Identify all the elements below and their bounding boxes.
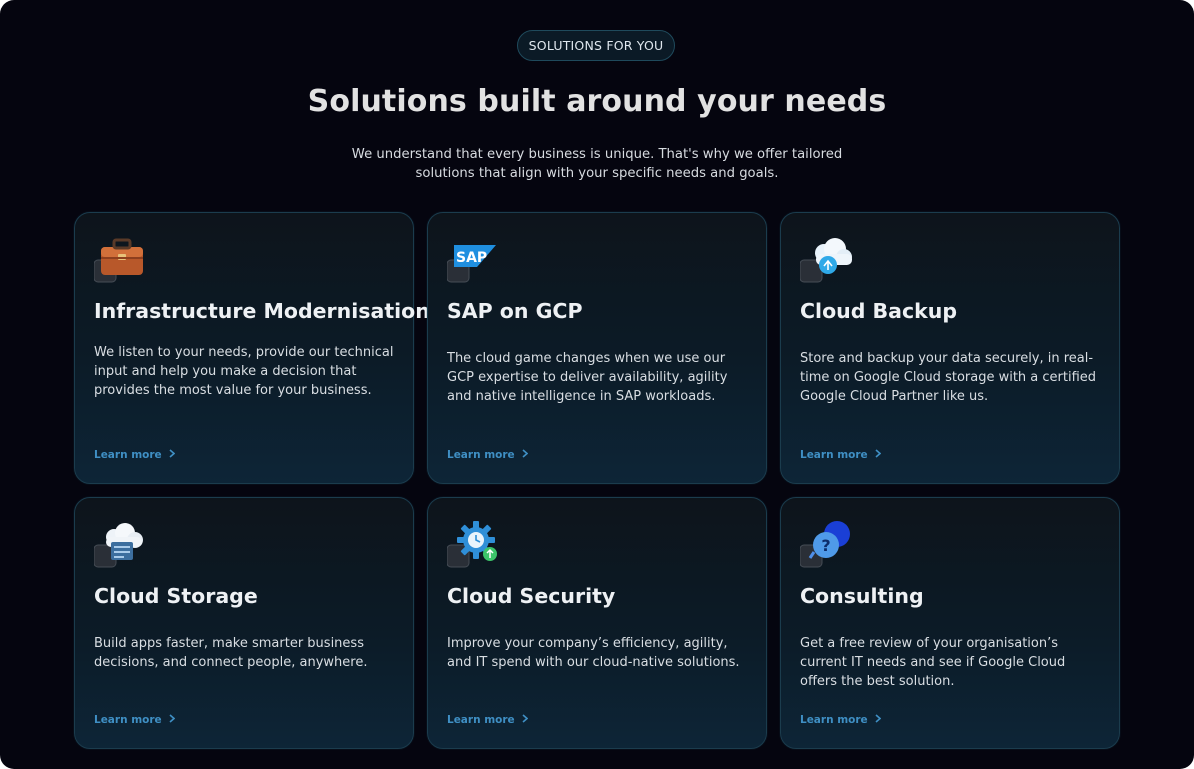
learn-more-label: Learn more bbox=[94, 714, 162, 726]
learn-more-label: Learn more bbox=[800, 449, 868, 461]
chevron-right-icon bbox=[875, 714, 881, 726]
card-description: We listen to your needs, provide our tec… bbox=[94, 345, 394, 399]
solution-card-sap-on-gcp: SAP SAP on GCP The cloud game changes wh… bbox=[427, 212, 767, 484]
solution-card-cloud-storage: Cloud Storage Build apps faster, make sm… bbox=[74, 497, 414, 749]
learn-more-link[interactable]: Learn more bbox=[447, 714, 528, 726]
chevron-right-icon bbox=[875, 449, 881, 461]
learn-more-link[interactable]: Learn more bbox=[94, 714, 175, 726]
solution-card-cloud-backup: Cloud Backup Store and backup your data … bbox=[780, 212, 1120, 484]
section-badge: SOLUTIONS FOR YOU bbox=[517, 30, 675, 61]
solution-card-consulting: ? Consulting Get a free review of your o… bbox=[780, 497, 1120, 749]
card-description: Improve your company’s efficiency, agili… bbox=[447, 636, 740, 671]
chevron-right-icon bbox=[169, 714, 175, 726]
gear-clock-icon bbox=[447, 520, 503, 572]
cloud-storage-icon bbox=[94, 520, 150, 572]
learn-more-link[interactable]: Learn more bbox=[800, 714, 881, 726]
learn-more-label: Learn more bbox=[94, 449, 162, 461]
learn-more-label: Learn more bbox=[800, 714, 868, 726]
card-description: Store and backup your data securely, in … bbox=[800, 351, 1097, 405]
card-title: Infrastructure Modernisation bbox=[94, 299, 430, 323]
card-title: Cloud Backup bbox=[800, 299, 958, 323]
learn-more-link[interactable]: Learn more bbox=[447, 449, 528, 461]
svg-text:?: ? bbox=[821, 536, 830, 555]
chevron-right-icon bbox=[522, 449, 528, 461]
card-title: Cloud Security bbox=[447, 584, 616, 608]
learn-more-link[interactable]: Learn more bbox=[800, 449, 881, 461]
section-subtitle: We understand that every business is uni… bbox=[351, 147, 843, 181]
solution-card-infrastructure: Infrastructure Modernisation We listen t… bbox=[74, 212, 430, 484]
section-title: Solutions built around your needs bbox=[307, 84, 887, 119]
question-chat-icon: ? bbox=[800, 520, 856, 572]
card-description: Build apps faster, make smarter business… bbox=[94, 636, 368, 671]
briefcase-icon bbox=[94, 235, 150, 287]
card-title: Cloud Storage bbox=[94, 584, 258, 608]
learn-more-link[interactable]: Learn more bbox=[94, 449, 175, 461]
solutions-grid: Infrastructure Modernisation We listen t… bbox=[74, 212, 1120, 749]
card-description: The cloud game changes when we use our G… bbox=[447, 351, 728, 405]
card-title: SAP on GCP bbox=[447, 299, 583, 323]
chevron-right-icon bbox=[169, 449, 175, 461]
cloud-backup-icon bbox=[800, 235, 856, 287]
learn-more-label: Learn more bbox=[447, 714, 515, 726]
sap-logo-text: SAP bbox=[456, 250, 487, 266]
card-title: Consulting bbox=[800, 584, 924, 608]
solution-card-cloud-security: Cloud Security Improve your company’s ef… bbox=[427, 497, 767, 749]
chevron-right-icon bbox=[522, 714, 528, 726]
learn-more-label: Learn more bbox=[447, 449, 515, 461]
card-description: Get a free review of your organisation’s… bbox=[800, 636, 1066, 690]
sap-logo-icon: SAP bbox=[447, 235, 503, 287]
